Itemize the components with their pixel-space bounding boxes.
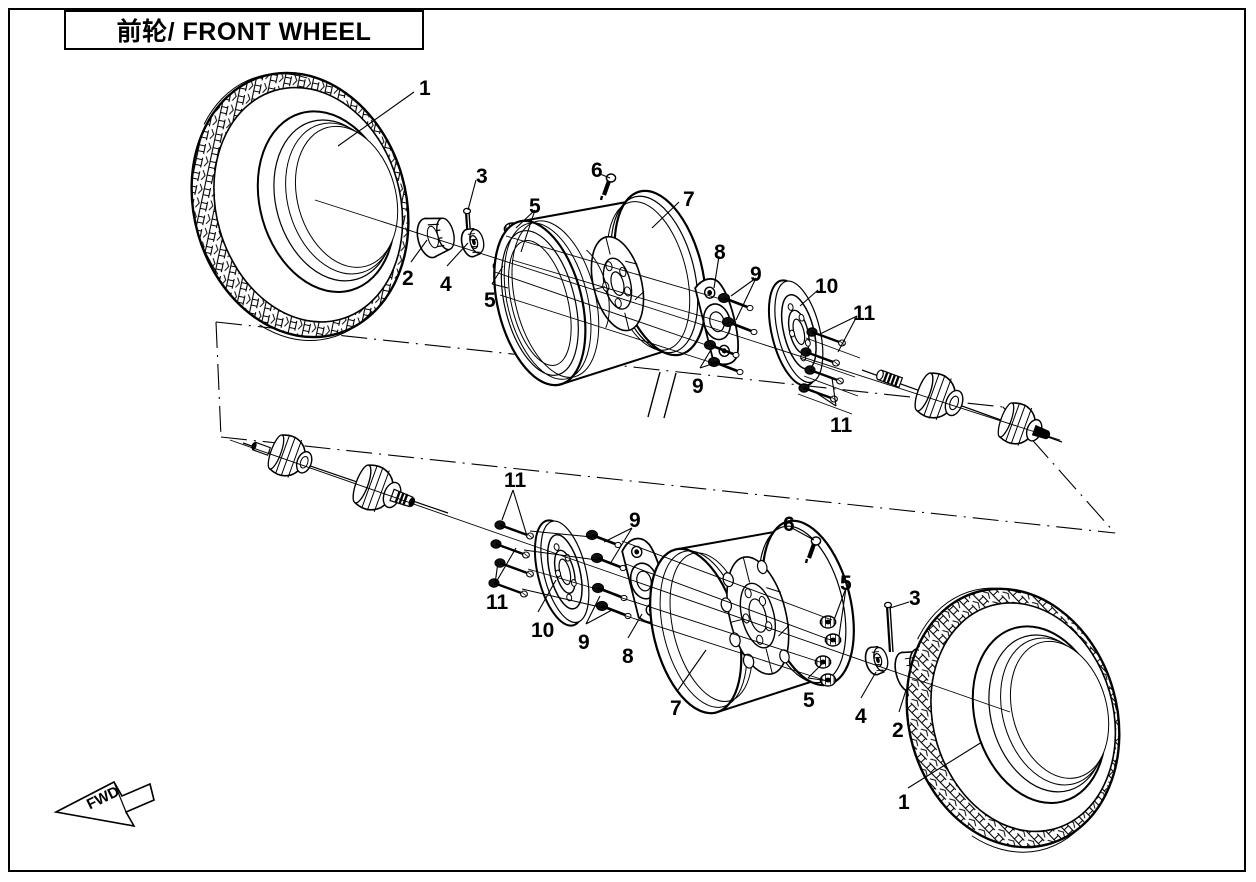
callout-5-lug-nut: 5 <box>840 572 852 595</box>
callout-10-brake-disc: 10 <box>815 275 839 298</box>
callout-10-brake-disc: 10 <box>531 619 555 642</box>
cotter-pin-lower <box>883 601 894 653</box>
callout-8-wheel-hub: 8 <box>622 645 634 668</box>
callout-7-wheel-rim: 7 <box>670 697 682 720</box>
callout-5-lug-nut: 5 <box>529 195 541 218</box>
callout-5-lug-nut: 5 <box>803 689 815 712</box>
brake-disc-upper <box>767 279 824 387</box>
lower-axis-lines <box>229 439 1011 713</box>
page-title: 前轮/ FRONT WHEEL <box>116 18 372 46</box>
callout-11-disc-bolt: 11 <box>504 469 527 492</box>
callout-8-wheel-hub: 8 <box>714 241 726 264</box>
castle-nut-upper <box>460 227 485 258</box>
tire-lower <box>905 587 1121 853</box>
upper-axis-lines <box>314 199 1061 441</box>
valve-stem-upper <box>599 173 617 201</box>
title-box: 前轮/ FRONT WHEEL <box>64 10 424 50</box>
callout-11-disc-bolt: 11 <box>830 414 853 437</box>
callout-9-hub-bolt: 9 <box>750 263 762 286</box>
tire-upper <box>190 71 410 342</box>
castle-nut-lower <box>864 645 889 676</box>
leader-lines-lower <box>494 489 983 789</box>
callout-9-hub-bolt: 9 <box>629 509 641 532</box>
wheel-rim-lower <box>649 519 855 715</box>
callout-3-cotter-pin: 3 <box>476 165 488 188</box>
callout-7-wheel-rim: 7 <box>683 188 695 211</box>
callout-11-disc-bolt: 11 <box>853 302 876 325</box>
callout-2-hub-cap: 2 <box>892 719 904 742</box>
callout-3-cotter-pin: 3 <box>909 587 921 610</box>
fwd-arrow-icon <box>53 780 155 828</box>
callout-9-hub-bolt: 9 <box>578 631 590 654</box>
brake-disc-lower <box>533 519 590 627</box>
callout-6-valve-stem: 6 <box>591 159 603 182</box>
callout-5-lug-nut: 5 <box>484 289 496 312</box>
cv-axle-upper <box>861 369 1063 446</box>
callout-4-castle-nut: 4 <box>855 705 867 728</box>
cv-axle-lower <box>242 434 449 514</box>
wheel-rim-upper <box>493 189 707 387</box>
callout-4-castle-nut: 4 <box>440 273 452 296</box>
callout-1-tire: 1 <box>419 77 431 100</box>
callout-9-hub-bolt: 9 <box>692 375 704 398</box>
leader-lines-upper <box>337 91 858 407</box>
callout-2-hub-cap: 2 <box>402 267 414 290</box>
callout-1-tire: 1 <box>898 791 910 814</box>
valve-stem-lower <box>804 536 822 564</box>
callout-11-disc-bolt: 11 <box>486 591 509 614</box>
callout-6-valve-stem: 6 <box>783 513 795 536</box>
hub-cap-upper <box>416 217 455 259</box>
